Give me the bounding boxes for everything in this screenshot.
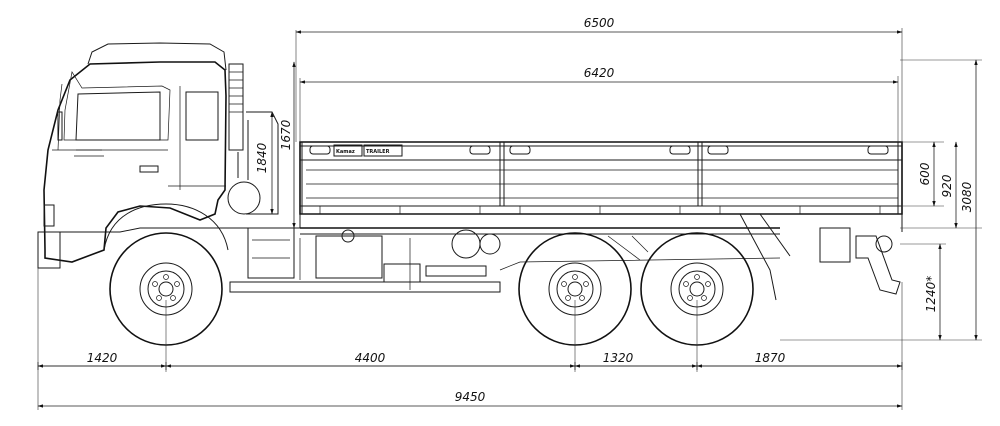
rear-hitch: [739, 213, 901, 301]
dim-1840: 1840: [255, 142, 269, 173]
dim-1870: 1870: [755, 351, 786, 365]
dim-6420: 6420: [584, 66, 615, 80]
cab: [37, 42, 227, 269]
dim-1240: 1240*: [924, 276, 938, 313]
dim-3080: 3080: [960, 181, 974, 212]
dim-1420: 1420: [87, 351, 118, 365]
cab-rear-equipment: [227, 63, 295, 279]
dim-920: 920: [940, 174, 954, 197]
dim-9450: 9450: [455, 390, 486, 404]
underbody-equipment: [315, 229, 649, 283]
body-plate-left: Kamaz: [336, 149, 355, 155]
dim-4400: 4400: [355, 351, 386, 365]
truck: Kamaz TRAILER: [37, 42, 903, 346]
dim-1670: 1670: [279, 119, 293, 150]
dim-600: 600: [918, 162, 932, 185]
dimensions: 6500 6420 1670 1840 600 920 3080 1240* 1…: [37, 16, 982, 410]
cargo-body: Kamaz TRAILER: [299, 141, 903, 232]
body-plate-right: TRAILER: [366, 149, 390, 155]
dim-1320: 1320: [603, 351, 634, 365]
dim-6500: 6500: [584, 16, 615, 30]
